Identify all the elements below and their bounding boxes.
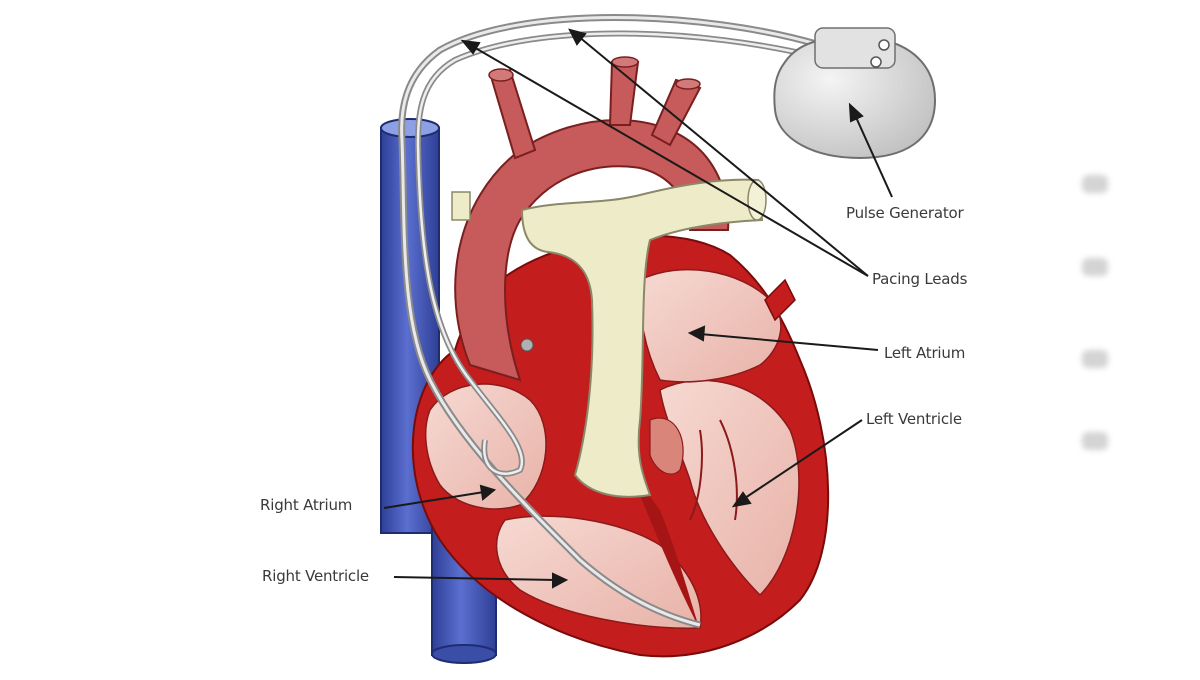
label-right-ventricle: Right Ventricle <box>262 567 369 585</box>
edge-artifact <box>1082 432 1108 450</box>
valve <box>649 417 684 475</box>
aorta-branch-1 <box>490 68 537 160</box>
label-left-ventricle: Left Ventricle <box>866 410 962 428</box>
left-atrium-chamber <box>638 268 782 383</box>
aorta-branch-3 <box>650 78 702 147</box>
chordae <box>689 419 738 521</box>
label-pulse-generator: Pulse Generator <box>846 204 964 222</box>
pacing-leads-wire <box>398 14 823 629</box>
aorta <box>454 119 730 382</box>
pulse-generator <box>773 27 937 160</box>
label-pacing-leads: Pacing Leads <box>872 270 968 288</box>
pulmonary-stub-left <box>451 191 471 221</box>
label-left-atrium: Left Atrium <box>884 344 966 362</box>
edge-artifact <box>1082 175 1108 193</box>
aorta-branch-2 <box>608 61 640 126</box>
arrow-pacing-leads-1 <box>460 39 869 277</box>
label-right-atrium: Right Atrium <box>260 496 353 514</box>
pulmonary-vein <box>764 278 796 322</box>
arrow-left-atrium <box>687 325 879 351</box>
septum <box>630 470 700 630</box>
left-ventricle-chamber <box>659 379 800 597</box>
edge-artifact <box>1082 350 1108 368</box>
arrows <box>383 28 893 589</box>
edge-artifact <box>1082 258 1108 276</box>
pulmonary-artery <box>520 178 764 498</box>
arrow-pulse-generator <box>848 102 893 198</box>
arrow-pacing-leads-2 <box>568 28 869 277</box>
arrow-right-ventricle <box>393 572 569 589</box>
arrow-left-ventricle <box>731 419 863 508</box>
arrow-right-atrium <box>383 484 497 509</box>
